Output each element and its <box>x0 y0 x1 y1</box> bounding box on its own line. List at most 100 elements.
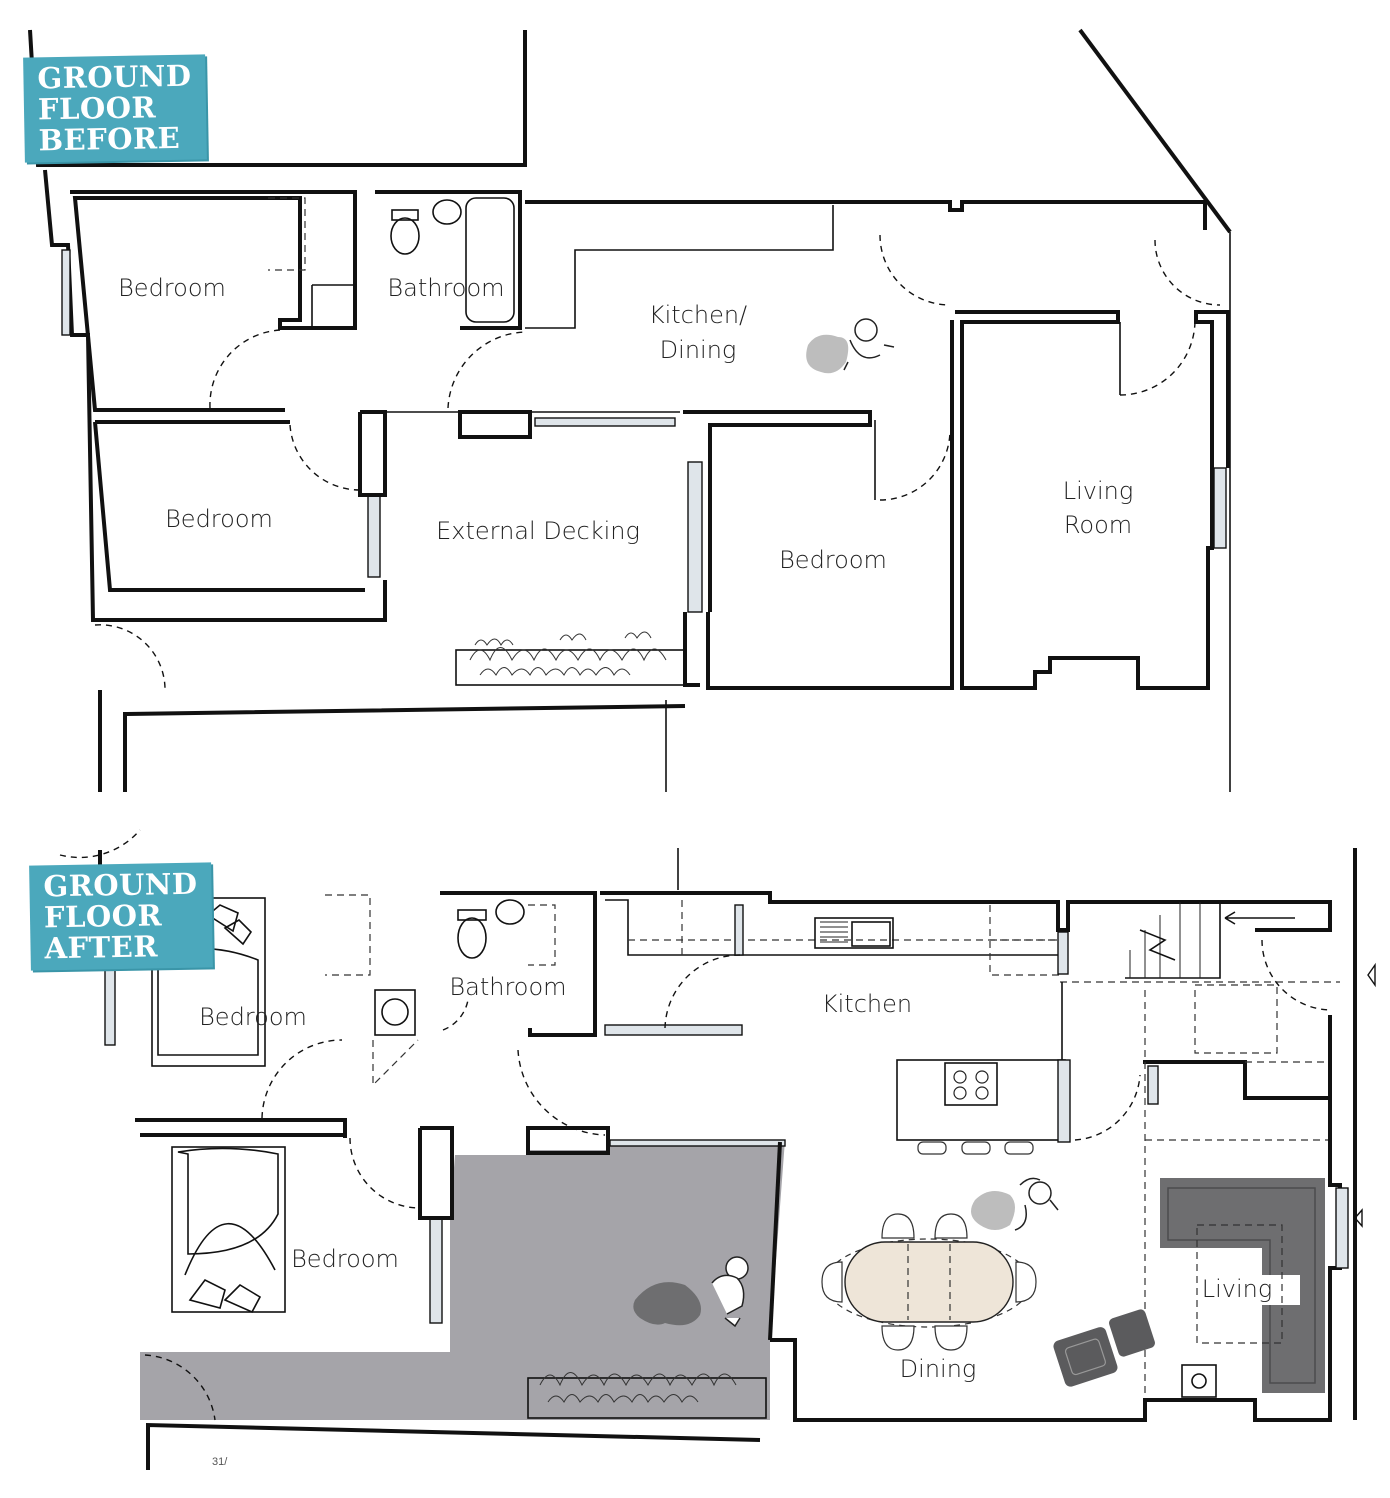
after-stairs <box>989 901 1295 979</box>
after-marker-1 <box>1367 962 1376 988</box>
before-badge-line3: BEFORE <box>38 120 181 158</box>
after-kitchen-window <box>604 1024 743 1036</box>
after-door-swing-4 <box>664 954 741 1029</box>
after-sink-icon <box>814 917 894 949</box>
before-cupboard <box>311 284 356 329</box>
before-room-decking: External Decking <box>436 517 640 545</box>
before-kitchen-pillar <box>458 410 532 439</box>
before-room-kitchen-line1: Kitchen/ <box>649 301 747 329</box>
after-door-swing-9 <box>442 999 469 1031</box>
before-basin <box>432 199 462 225</box>
after-badge-line1: GROUND <box>43 866 198 904</box>
page-number: 31/ <box>212 1456 228 1468</box>
after-column-2 <box>526 1126 610 1155</box>
before-bedroom3-notch <box>683 612 700 687</box>
before-door-swing-7 <box>1154 239 1221 306</box>
before-door-swing-5 <box>879 429 951 501</box>
after-room-dining: Dining <box>900 1355 977 1383</box>
after-toilet <box>457 917 487 959</box>
after-badge-line2: FLOOR <box>43 898 163 935</box>
after-room-kitchen: Kitchen <box>822 990 912 1018</box>
after-hob <box>944 1062 998 1106</box>
after-bed-2 <box>171 1146 286 1314</box>
after-living-label-bg <box>1200 1275 1300 1305</box>
after-kitchen-pillar <box>734 904 744 956</box>
after-door-swing-5 <box>1074 1074 1141 1141</box>
before-bathroom-walls <box>375 190 522 330</box>
before-room-bathroom: Bathroom <box>387 274 504 302</box>
before-sliding-door <box>534 417 676 427</box>
before-room-living-line1: Living <box>1063 477 1134 505</box>
after-decking-slider <box>609 1139 786 1147</box>
before-kitchen-top <box>525 200 1207 230</box>
after-wardrobe <box>325 894 371 976</box>
before-room-bedroom-2: Bedroom <box>165 505 273 533</box>
before-room-bedroom-1: Bedroom <box>118 274 226 302</box>
after-plants <box>539 1372 737 1403</box>
before-person-icon <box>806 318 895 374</box>
after-window-living <box>1335 1187 1349 1269</box>
after-washer-drum <box>381 998 409 1026</box>
before-bath <box>465 197 515 323</box>
after-hob-rings <box>953 1070 989 1100</box>
before-door-swing-3 <box>447 331 526 409</box>
after-right-units <box>1143 1060 1330 1100</box>
before-window-left <box>61 249 71 336</box>
after-sofa-icon <box>1160 1178 1325 1393</box>
after-person-icon-2 <box>633 1256 749 1328</box>
before-door-swing-6 <box>1119 319 1196 396</box>
after-room-living: Living <box>1202 1275 1273 1303</box>
before-toilet-tank <box>391 209 419 221</box>
before-door-swing-8 <box>94 624 166 689</box>
after-door-swing-6 <box>1261 939 1331 1011</box>
after-decking-right-wall <box>768 1141 782 1341</box>
after-island-pillar-2 <box>1057 1059 1071 1143</box>
after-marker-2 <box>1354 1208 1363 1228</box>
after-basin <box>495 899 525 925</box>
after-side-table <box>1181 1364 1217 1398</box>
after-toilet-tank <box>457 909 487 921</box>
before-bedroom2-frame <box>93 421 365 592</box>
before-door-swing-4 <box>879 234 951 306</box>
before-room-kitchen-line2: Dining <box>660 336 737 364</box>
after-dining-table <box>824 1238 1032 1328</box>
after-dining-chairs <box>821 1213 1037 1351</box>
before-diagonal-wall <box>1078 28 1232 234</box>
after-coffee-table <box>1196 1224 1283 1344</box>
after-side-table-lamp <box>1191 1373 1207 1389</box>
after-armchairs <box>1053 1309 1155 1387</box>
before-bedroom3-bottom <box>706 320 954 690</box>
before-bedroom1-walls <box>70 190 357 412</box>
after-door-swing-1 <box>261 1039 343 1119</box>
before-window-mid <box>367 494 381 578</box>
after-shower <box>528 904 556 966</box>
after-bedroom1-walls <box>135 1118 347 1138</box>
after-planter <box>527 1377 767 1419</box>
before-badge-line1: GROUND <box>37 58 192 96</box>
before-column <box>358 410 387 497</box>
after-bar-stools <box>917 1141 1034 1155</box>
before-badge: GROUND FLOOR BEFORE <box>23 54 207 163</box>
after-badge-line3: AFTER <box>44 929 159 966</box>
after-top-wall <box>600 891 1332 932</box>
after-window-bedroom2 <box>429 1217 443 1324</box>
before-plan: Bedroom Bathroom Kitchen/ Dining Bedroom… <box>28 28 1232 792</box>
before-bottom-boundary-2 <box>123 704 686 792</box>
after-right-wall <box>770 1015 1342 1422</box>
after-room-bathroom: Bathroom <box>449 973 566 1001</box>
before-outer-left <box>43 169 387 622</box>
before-toilet <box>390 217 420 255</box>
after-person-icon-1 <box>971 1177 1059 1231</box>
after-fridge <box>1194 984 1278 1054</box>
after-right-pillar <box>1147 1065 1159 1105</box>
after-door-swing-2 <box>349 1137 421 1209</box>
after-bottom-boundary <box>146 1422 761 1470</box>
after-badge: GROUND FLOOR AFTER <box>29 862 213 971</box>
before-door-swing-1 <box>209 329 281 409</box>
before-planter <box>455 649 687 686</box>
before-living-walls <box>955 310 1230 690</box>
after-door-swing-3 <box>517 1049 606 1136</box>
after-kitchen-counter <box>605 899 1058 956</box>
after-window-bedroom1 <box>104 959 116 1046</box>
after-washer-door <box>372 1039 419 1087</box>
